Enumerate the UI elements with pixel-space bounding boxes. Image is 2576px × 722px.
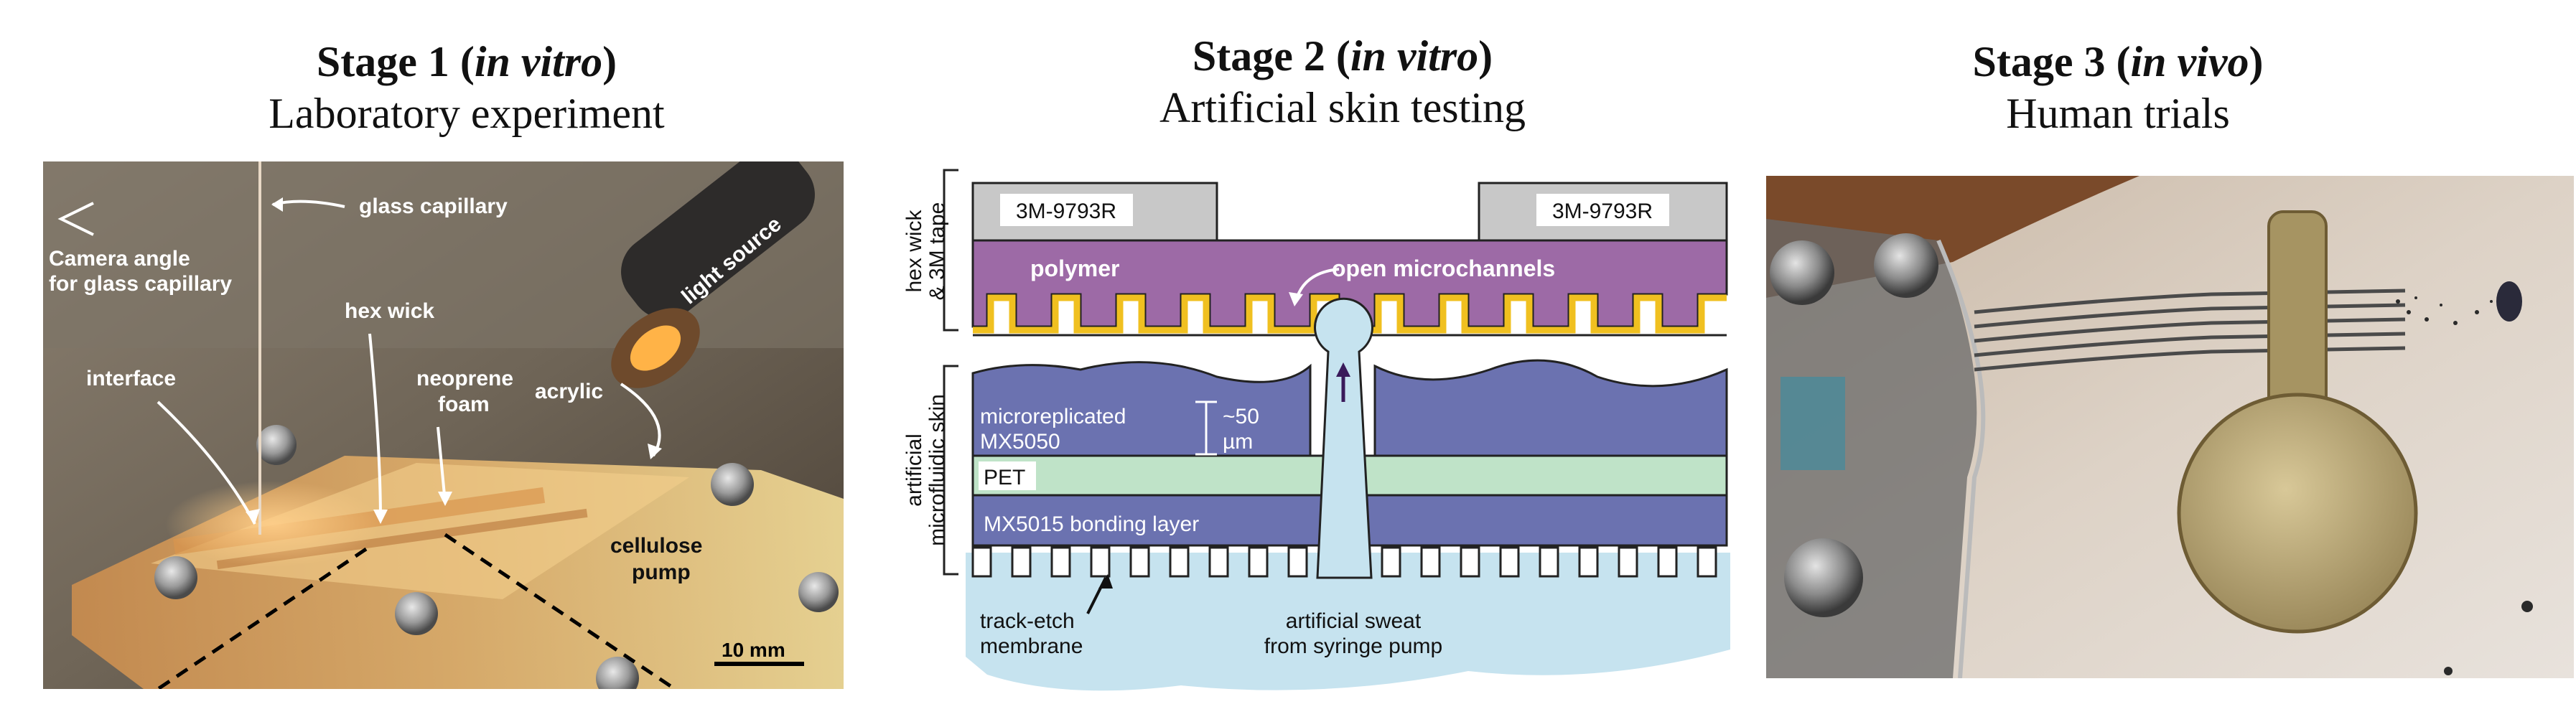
stage-1-header: Stage 1 (in vitro) Laboratory experiment bbox=[215, 36, 718, 139]
label-thickness-2: µm bbox=[1223, 430, 1253, 454]
label-microreplicated-2: MX5050 bbox=[980, 430, 1060, 454]
track-etch-membrane bbox=[971, 546, 1717, 578]
side-brackets bbox=[943, 169, 958, 576]
electrode-spot bbox=[2496, 281, 2522, 322]
stage-1-title: Stage 1 (in vitro) bbox=[316, 38, 617, 85]
stage-3-subtitle: Human trials bbox=[2006, 90, 2230, 137]
tape-right-label-box bbox=[1536, 194, 1669, 226]
label-acrylic: acrylic bbox=[535, 380, 603, 403]
electrode-dots bbox=[2396, 296, 2533, 675]
label-bonding: MX5015 bonding layer bbox=[984, 512, 1199, 536]
side-label-bottom-1: artificial bbox=[902, 433, 926, 507]
stage-1-subtitle: Laboratory experiment bbox=[269, 90, 665, 137]
inlet-channel bbox=[1314, 297, 1373, 579]
label-glass-capillary: glass capillary bbox=[359, 194, 508, 218]
bolt-3 bbox=[1784, 538, 1863, 617]
mx5050-layer bbox=[971, 359, 1728, 457]
camera-angle-icon bbox=[57, 202, 94, 236]
bolt-2 bbox=[1874, 233, 1938, 298]
bolts bbox=[154, 425, 839, 689]
tape-right-label: 3M-9793R bbox=[1552, 200, 1653, 223]
human-trial-photo bbox=[1766, 176, 2574, 678]
label-sweat-1: artificial sweat bbox=[1286, 609, 1422, 633]
label-cellulose-2: pump bbox=[632, 561, 691, 584]
stage-2-subtitle: Artificial skin testing bbox=[1159, 84, 1526, 131]
side-label-top-1: hex wick bbox=[902, 209, 926, 292]
electrode-traces bbox=[1974, 289, 2406, 372]
stage-2-header: Stage 2 (in vitro) Artificial skin testi… bbox=[1091, 30, 1594, 133]
light-source-device bbox=[611, 161, 815, 388]
stage-3-title: Stage 3 (in vivo) bbox=[1972, 38, 2264, 85]
scale-bar-label: 10 mm bbox=[722, 639, 785, 661]
tape-left-label-box bbox=[1000, 194, 1133, 226]
label-microreplicated-1: microreplicated bbox=[980, 405, 1126, 428]
label-polymer: polymer bbox=[1030, 255, 1119, 281]
sensor-chip bbox=[1781, 377, 1845, 470]
flow-arrowhead bbox=[1336, 362, 1350, 377]
label-pet: PET bbox=[984, 466, 1025, 489]
label-sweat-2: from syringe pump bbox=[1264, 634, 1442, 658]
dashed-line-right bbox=[444, 533, 676, 689]
label-neoprene-2: foam bbox=[438, 393, 490, 416]
label-interface: interface bbox=[86, 367, 176, 390]
label-camera-angle-1: Camera angle bbox=[49, 247, 190, 271]
label-neoprene-1: neoprene bbox=[416, 367, 513, 390]
pet-label-box bbox=[979, 461, 1036, 490]
label-thickness-1: ~50 bbox=[1223, 405, 1259, 428]
label-camera-angle-2: for glass capillary bbox=[49, 272, 232, 296]
label-cellulose-1: cellulose bbox=[610, 534, 702, 558]
stage-3-header: Stage 3 (in vivo) Human trials bbox=[1917, 36, 2319, 139]
stage-2-title: Stage 2 (in vitro) bbox=[1192, 32, 1493, 80]
label-track-etch-1: track-etch bbox=[980, 609, 1075, 633]
label-open-microchannels: open microchannels bbox=[1332, 255, 1555, 281]
artificial-skin-schematic: hex wick & 3M tape artificial microfluid… bbox=[879, 154, 1741, 700]
gold-electrode-pad bbox=[2177, 393, 2418, 634]
side-label-top-2: & 3M tape bbox=[925, 202, 949, 301]
side-label-bottom-2: microfluidic skin bbox=[925, 394, 949, 546]
lab-photo: glass capillary light source Camera angl… bbox=[43, 161, 844, 689]
tape-left-label: 3M-9793R bbox=[1016, 200, 1116, 223]
bolt-1 bbox=[1770, 240, 1834, 305]
track-etch-arrowhead bbox=[1098, 574, 1113, 589]
label-hex-wick: hex wick bbox=[345, 299, 434, 323]
sweat-region bbox=[966, 553, 1730, 691]
arrow-heads bbox=[246, 197, 662, 524]
thickness-marker bbox=[1195, 400, 1217, 456]
open-microchannels-arrowhead bbox=[1289, 292, 1303, 306]
label-track-etch-2: membrane bbox=[980, 634, 1083, 658]
